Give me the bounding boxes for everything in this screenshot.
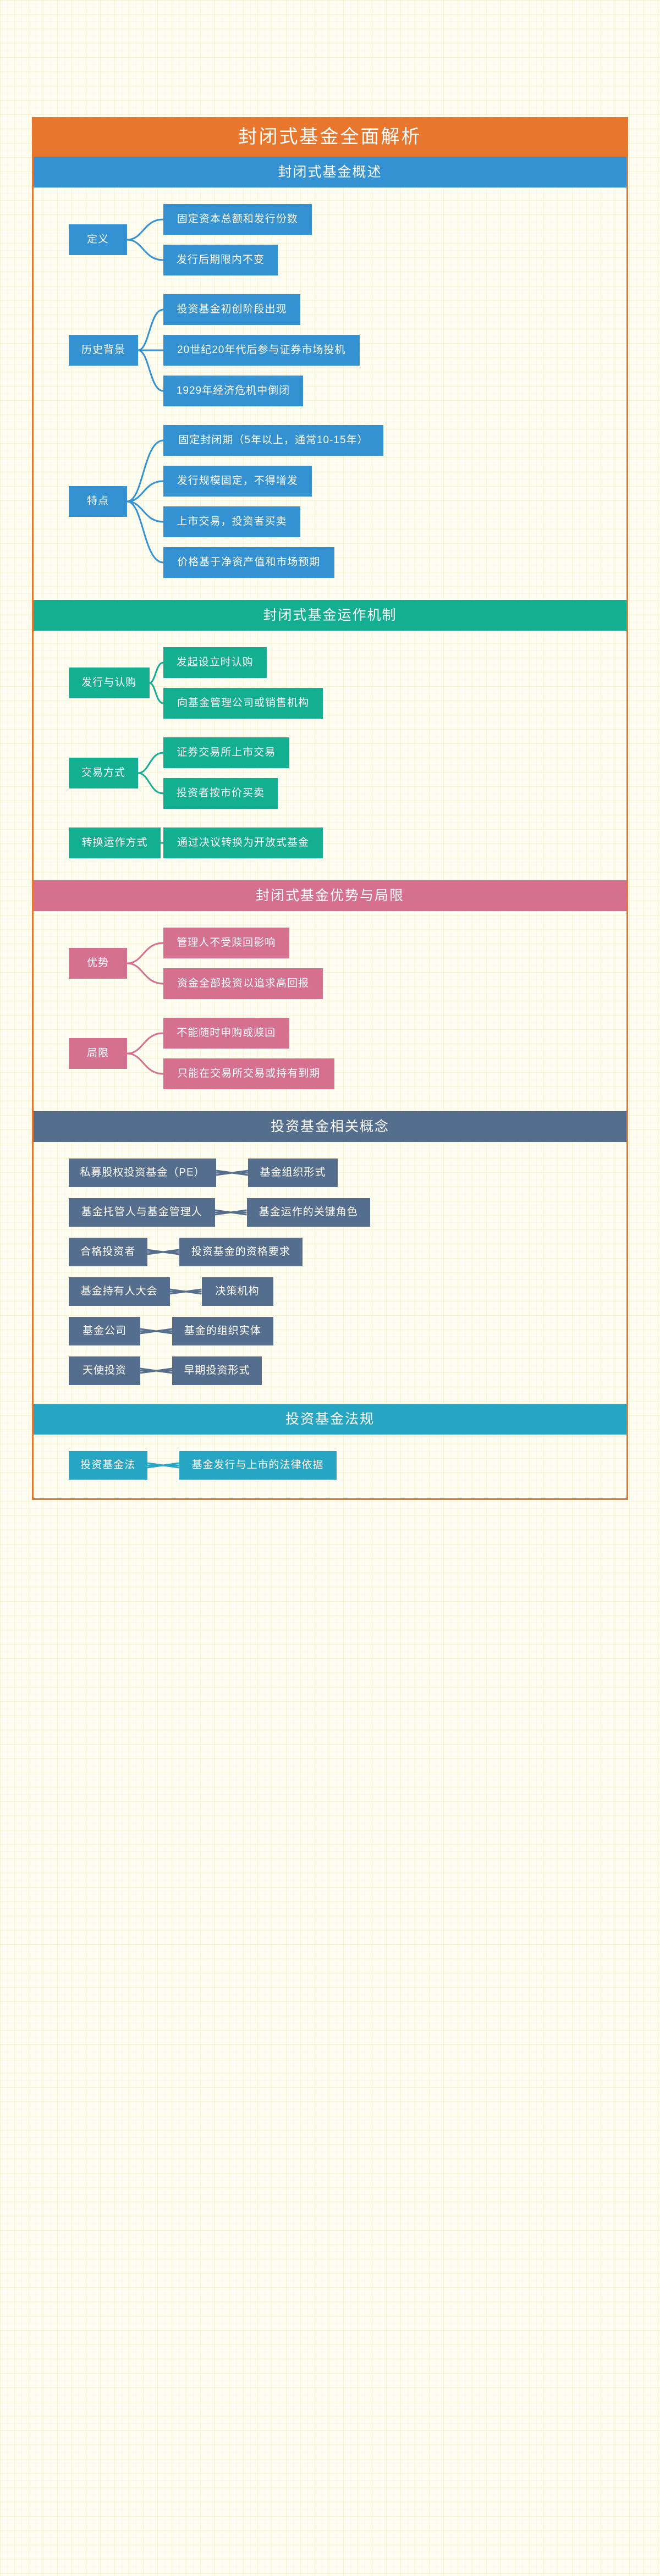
definition-node[interactable]: 基金的组织实体 (172, 1317, 273, 1345)
definition-node[interactable]: 早期投资形式 (172, 1356, 262, 1385)
page-title: 封闭式基金全面解析 (32, 117, 628, 157)
leaf-node[interactable]: 证券交易所上市交易 (163, 737, 289, 768)
leaf-node[interactable]: 发行后期限内不变 (163, 245, 278, 275)
leaf-node[interactable]: 只能在交易所交易或持有到期 (163, 1058, 334, 1089)
section-header-concepts: 投资基金相关概念 (34, 1111, 626, 1142)
leaf-node[interactable]: 通过决议转换为开放式基金 (163, 828, 323, 858)
concept-node[interactable]: 私募股权投资基金（PE） (69, 1159, 216, 1187)
leaf-node[interactable]: 管理人不受赎回影响 (163, 928, 289, 958)
section-header-pros-cons: 封闭式基金优势与局限 (34, 880, 626, 911)
section-body-concepts: 私募股权投资基金（PE） 基金组织形式基金托管人与基金管理人 基金运作的关键角色合格… (34, 1142, 626, 1404)
section-overview: 封闭式基金概述 固定资本总额和发行份数发行后期限内不变 定义投资基金初创阶段出现 2… (32, 157, 628, 600)
branch-node[interactable]: 特点 (69, 486, 127, 517)
definition-node[interactable]: 决策机构 (201, 1277, 273, 1306)
leaf-node[interactable]: 固定封闭期（5年以上，通常10-15年） (163, 425, 383, 456)
branch-node[interactable]: 历史背景 (69, 335, 138, 366)
concept-node[interactable]: 合格投资者 (69, 1238, 147, 1266)
branch-node[interactable]: 定义 (69, 224, 127, 255)
concept-node[interactable]: 天使投资 (69, 1356, 140, 1385)
leaf-node[interactable]: 发起设立时认购 (163, 647, 267, 678)
concept-node[interactable]: 基金持有人大会 (69, 1277, 170, 1306)
section-body-pros-cons: 管理人不受赎回影响资金全部投资以追求高回报 优势不能随时申购或赎回只能在交易所交易… (34, 911, 626, 1111)
leaf-node[interactable]: 发行规模固定，不得增发 (163, 466, 312, 497)
branch-node[interactable]: 交易方式 (69, 758, 138, 788)
concept-node[interactable]: 基金托管人与基金管理人 (69, 1198, 215, 1227)
leaf-node[interactable]: 固定资本总额和发行份数 (163, 204, 312, 235)
leaf-node[interactable]: 向基金管理公司或销售机构 (163, 688, 323, 719)
section-body-regulation: 投资基金法 基金发行与上市的法律依据 (34, 1435, 626, 1498)
leaf-node[interactable]: 投资者按市价买卖 (163, 778, 278, 809)
section-pros-cons: 封闭式基金优势与局限 管理人不受赎回影响资金全部投资以追求高回报 优势不能随时申购… (32, 880, 628, 1111)
definition-node[interactable]: 基金发行与上市的法律依据 (179, 1451, 337, 1480)
section-header-mechanism: 封闭式基金运作机制 (34, 600, 626, 631)
leaf-node[interactable]: 价格基于净资产值和市场预期 (163, 547, 334, 578)
branch-node[interactable]: 转换运作方式 (69, 828, 161, 858)
mindmap-canvas: 封闭式基金全面解析 封闭式基金概述 固定资本总额和发行份数发行后期限内不变 定义投… (32, 117, 628, 1500)
definition-node[interactable]: 投资基金的资格要求 (179, 1238, 302, 1266)
branch-node[interactable]: 优势 (69, 948, 127, 979)
leaf-node[interactable]: 资金全部投资以追求高回报 (163, 968, 323, 999)
leaf-node[interactable]: 1929年经济危机中倒闭 (163, 376, 303, 406)
leaf-node[interactable]: 投资基金初创阶段出现 (163, 294, 300, 325)
section-header-regulation: 投资基金法规 (34, 1404, 626, 1435)
section-body-mechanism: 发起设立时认购向基金管理公司或销售机构发行与认购证券交易所上市交易投资者按市价买… (34, 631, 626, 880)
concept-node[interactable]: 投资基金法 (69, 1451, 147, 1480)
definition-node[interactable]: 基金运作的关键角色 (246, 1198, 370, 1227)
leaf-node[interactable]: 20世纪20年代后参与证券市场投机 (163, 335, 360, 366)
section-regulation: 投资基金法规 投资基金法 基金发行与上市的法律依据 (32, 1404, 628, 1500)
section-body-overview: 固定资本总额和发行份数发行后期限内不变 定义投资基金初创阶段出现 20世纪20年代后… (34, 187, 626, 600)
section-header-overview: 封闭式基金概述 (34, 157, 626, 187)
definition-node[interactable]: 基金组织形式 (248, 1159, 338, 1187)
branch-node[interactable]: 局限 (69, 1038, 127, 1069)
leaf-node[interactable]: 不能随时申购或赎回 (163, 1018, 289, 1049)
section-mechanism: 封闭式基金运作机制 发起设立时认购向基金管理公司或销售机构发行与认购证券交易所上… (32, 600, 628, 880)
leaf-node[interactable]: 上市交易，投资者买卖 (163, 506, 300, 537)
section-concepts: 投资基金相关概念 私募股权投资基金（PE）基金组织形式基金托管人与基金管理人基金… (32, 1111, 628, 1404)
concept-node[interactable]: 基金公司 (69, 1317, 140, 1345)
branch-node[interactable]: 发行与认购 (69, 668, 150, 698)
